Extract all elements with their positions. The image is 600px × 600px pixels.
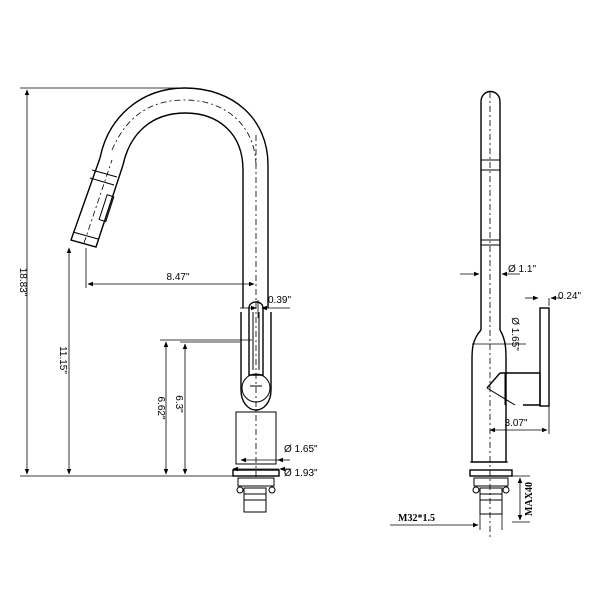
dim-thread: M32*1.5: [390, 513, 503, 530]
dim-handle-depth: 3.07": [489, 406, 550, 434]
front-body: [235, 312, 277, 465]
body-diameter-label: Ø 1.65": [509, 317, 520, 351]
side-view: Ø 1.1" 0.24" Ø 1.65" 3.07" MAX40: [390, 90, 581, 540]
dim-max-deck: MAX40: [512, 475, 535, 523]
reach-label: 8.47": [166, 272, 189, 283]
front-view: 18.83" 11.15" 8.47" 0.39" 6.62": [17, 87, 318, 513]
flange-diameter-label: Ø 1.93": [284, 468, 318, 479]
thread-label: M32*1.5: [398, 513, 435, 524]
dim-spout-height: 11.15": [57, 247, 72, 475]
spout-diameter-label: Ø 1.1": [508, 264, 536, 275]
side-spout: [480, 90, 501, 540]
dim-body-diameter: Ø 1.65": [472, 317, 526, 351]
dim-handle-height-a: 6.62": [155, 339, 252, 475]
handle-thickness-label: 0.24": [558, 291, 581, 302]
dim-base-diameter: Ø 1.65": [240, 444, 318, 463]
dim-reach: 8.47": [85, 248, 255, 288]
handle-height-b-label: 6.3": [173, 395, 184, 413]
dim-spout-diameter: Ø 1.1": [460, 264, 536, 277]
side-handle: [486, 307, 550, 407]
dim-handle-offset: 0.39": [240, 295, 291, 318]
dim-total-height: 18.83": [17, 87, 233, 477]
handle-offset-label: 0.39": [268, 295, 291, 306]
dim-handle-height-b: 6.3": [173, 341, 240, 475]
front-base: [232, 469, 280, 513]
front-spray-head: [70, 157, 124, 248]
handle-depth-label: 3.07": [504, 418, 527, 429]
dim-flange-diameter: Ø 1.93": [232, 466, 318, 479]
handle-height-a-label: 6.62": [155, 396, 166, 419]
front-handle: [248, 301, 264, 376]
side-base: [469, 469, 513, 515]
max-deck-label: MAX40: [524, 482, 535, 516]
spout-height-label: 11.15": [57, 346, 68, 374]
base-diameter-label: Ø 1.65": [284, 444, 318, 455]
total-height-label: 18.83": [17, 268, 28, 297]
dim-handle-thickness: 0.24": [525, 291, 581, 306]
side-body: [470, 329, 508, 463]
